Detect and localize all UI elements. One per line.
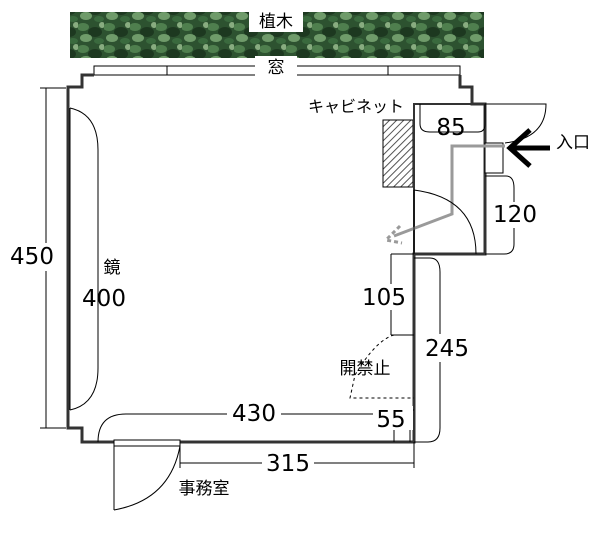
plants-label: 植木 bbox=[259, 12, 293, 32]
bottom-label-bg bbox=[262, 450, 314, 476]
window-label-bg bbox=[255, 56, 297, 78]
office-door-swing bbox=[113, 445, 181, 511]
wall-segment-label: 105 bbox=[362, 285, 406, 311]
room-width-label: 430 bbox=[232, 401, 276, 427]
window-label: 窓 bbox=[268, 58, 285, 78]
mirror-length-label: 400 bbox=[82, 286, 126, 312]
entrance-label: 入口 bbox=[556, 133, 590, 153]
height-label: 450 bbox=[10, 244, 54, 270]
cabinet bbox=[382, 119, 414, 188]
wall-segment-label-bg bbox=[360, 284, 412, 310]
entrance-door-swing bbox=[485, 103, 547, 144]
cabinet-label: キャビネット bbox=[308, 97, 404, 116]
height-label-bg bbox=[6, 243, 58, 271]
mirror-label: 鏡 bbox=[104, 258, 121, 278]
vestibule-depth-label-bg bbox=[490, 202, 542, 228]
interior-door-swing bbox=[413, 189, 477, 255]
entrance-door bbox=[484, 142, 504, 174]
corner-label-bg bbox=[373, 406, 413, 430]
bottom-label: 315 bbox=[266, 451, 310, 477]
vestibule-width-arc bbox=[419, 104, 486, 133]
vestibule bbox=[413, 103, 486, 255]
room-width-label-bg bbox=[227, 399, 281, 427]
corner-label: 55 bbox=[376, 407, 405, 433]
walk-path bbox=[393, 144, 505, 238]
office-label: 事務室 bbox=[179, 479, 230, 499]
walk-path-arrow-icon bbox=[382, 224, 403, 245]
entrance-width-label: 85 bbox=[436, 115, 465, 141]
right-wall-label: 245 bbox=[425, 336, 469, 362]
plants-label-bg bbox=[249, 8, 303, 32]
entrance-arrow-icon bbox=[506, 128, 532, 168]
office-door-frame bbox=[113, 439, 181, 447]
right-wall-label-bg bbox=[420, 334, 474, 362]
vestibule-depth-label: 120 bbox=[493, 202, 537, 228]
mirror-arc bbox=[69, 107, 99, 411]
no-open-label: 開禁止 bbox=[340, 359, 391, 379]
no-open-door-swing bbox=[349, 334, 414, 399]
